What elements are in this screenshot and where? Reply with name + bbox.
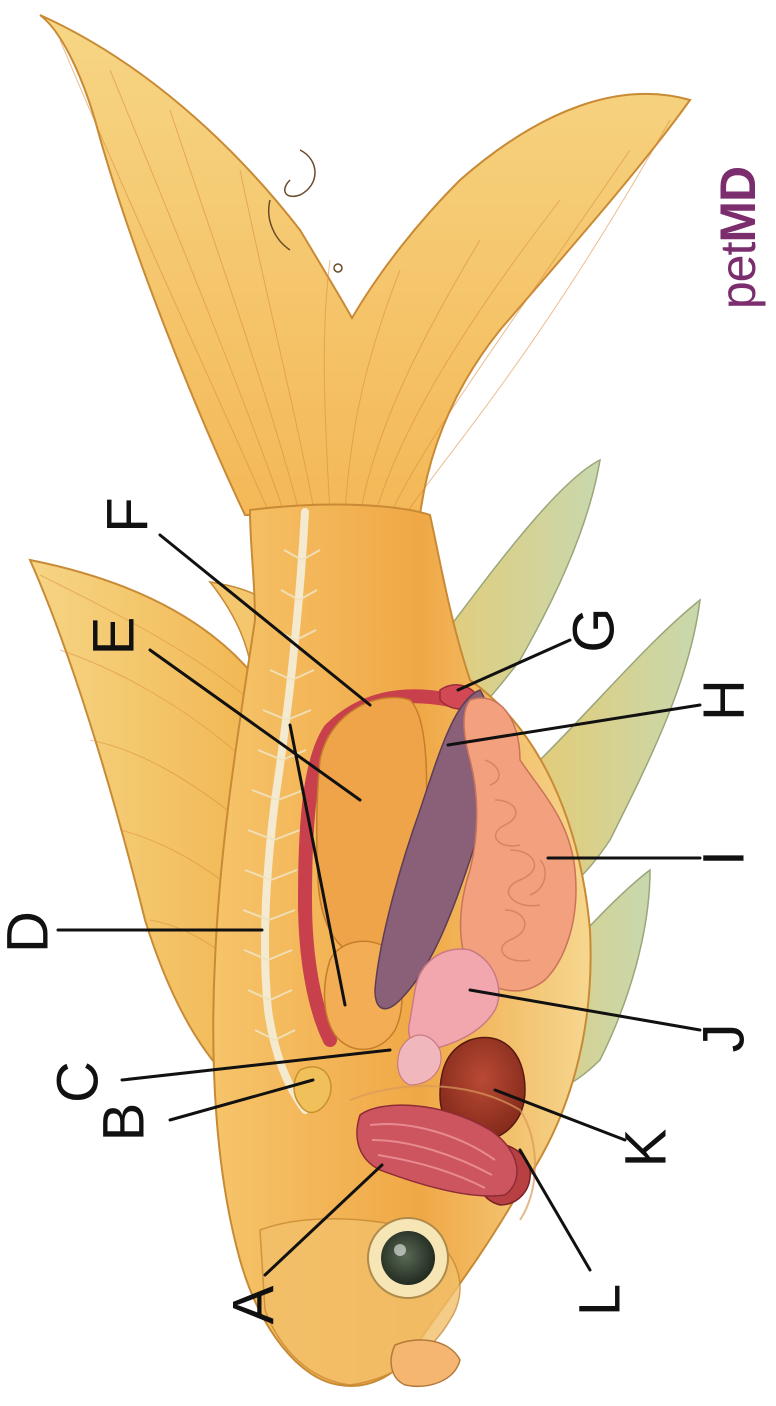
caudal-fin: [40, 15, 690, 515]
label-l: L: [567, 1284, 632, 1316]
eye-highlight: [394, 1244, 406, 1256]
label-d: D: [0, 911, 60, 953]
label-k: K: [613, 1128, 678, 1167]
brand-part2: MD: [710, 167, 766, 243]
label-c: C: [45, 1061, 110, 1103]
label-e: E: [81, 617, 146, 656]
label-h: H: [691, 679, 756, 721]
label-b: B: [91, 1103, 156, 1142]
label-i: I: [691, 850, 756, 866]
eye-iris: [381, 1231, 435, 1285]
petmd-wordmark: petMD: [709, 167, 767, 309]
mouth: [391, 1340, 460, 1386]
leader-line-l: [520, 1150, 590, 1270]
label-f: F: [95, 497, 160, 532]
label-g: G: [561, 607, 626, 652]
petmd-logo[interactable]: petMD: [706, 118, 770, 358]
label-a: A: [221, 1285, 286, 1324]
label-j: J: [691, 1024, 756, 1053]
brand-part1: pet: [710, 243, 766, 310]
